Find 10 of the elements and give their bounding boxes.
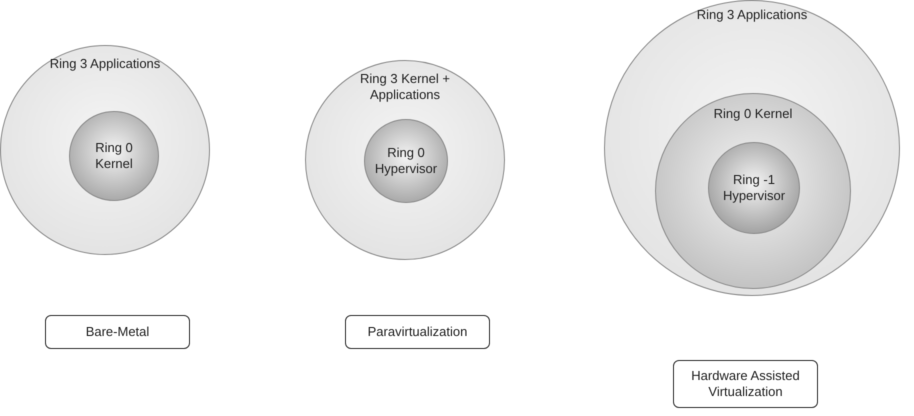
ring-label: Ring -1 Hypervisor: [722, 172, 786, 204]
ring-label: Ring 0 Kernel: [94, 140, 134, 172]
ring-label: Ring 0 Hypervisor: [374, 145, 438, 177]
ring-label: Ring 3 Applications: [696, 7, 808, 23]
ring-label: Ring 3 Kernel + Applications: [359, 71, 451, 103]
mode-label: Bare-Metal: [45, 315, 190, 349]
ring-label: Ring 0 Kernel: [712, 106, 794, 122]
mode-label: Paravirtualization: [345, 315, 490, 349]
mode-label: Hardware Assisted Virtualization: [673, 360, 818, 408]
ring-label: Ring 3 Applications: [48, 56, 162, 72]
